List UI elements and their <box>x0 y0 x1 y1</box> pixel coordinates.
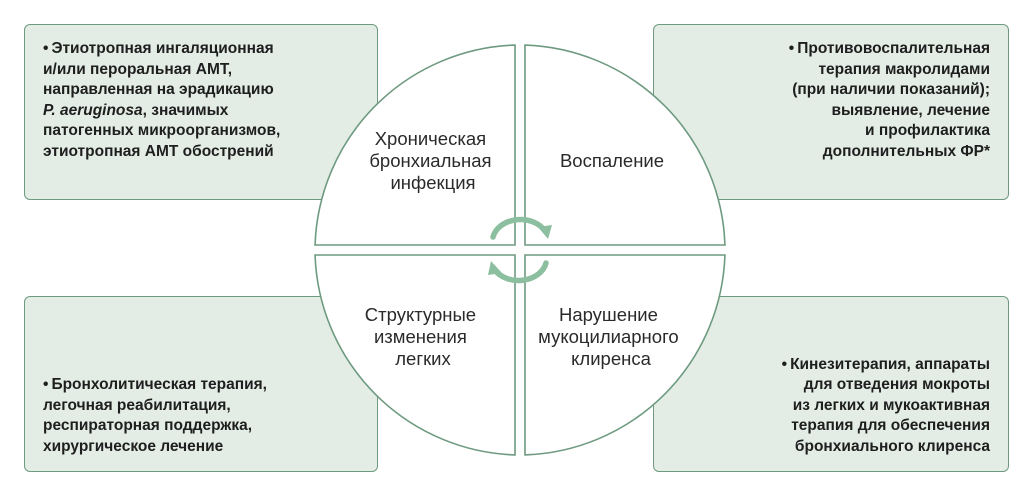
box-bottom-left-line-2: легочная реабилитация, <box>43 396 231 414</box>
quadrant-top-right <box>524 44 726 246</box>
quadrant-bottom-left <box>314 254 516 456</box>
box-top-right-line-3: (при наличии показаний); <box>792 81 990 98</box>
quadrant-label-top-right: Воспаление <box>560 150 664 171</box>
box-top-left-line-2: и/или пероральная АМТ, <box>43 60 233 78</box>
box-bottom-right-line-5: бронхиального клиренса <box>794 437 990 455</box>
pathogen-name: P. aeruginosa <box>43 101 143 119</box>
box-bottom-right: •Кинезитерапия, аппараты для отведения м… <box>653 296 1009 472</box>
box-top-left-line-4: P. aeruginosa, значимых <box>43 101 229 119</box>
quadrant-label-bottom-right: Нарушение мукоцилиарного клиренса <box>538 304 684 369</box>
box-top-left-line-6: этиотропная АМТ обострений <box>43 142 274 160</box>
box-top-left-line-5: патогенных микроорганизмов, <box>43 122 281 139</box>
box-bottom-right-line-4: терапия для обеспечения <box>791 417 990 434</box>
box-top-right: •Противовоспалительная терапия макролида… <box>653 24 1009 200</box>
box-bottom-right-line-1: •Кинезитерапия, аппараты <box>781 355 990 373</box>
box-bottom-left-line-1: •Бронхолитическая терапия, <box>43 376 267 393</box>
box-top-right-line-5: и профилактика <box>865 122 990 139</box>
box-top-right-line-2: терапия макролидами <box>818 60 990 78</box>
quadrant-bottom-right <box>524 254 726 456</box>
box-bottom-left-line-4: хирургическое лечение <box>43 437 224 455</box>
box-top-left-line-3: направленная на эрадикацию <box>43 81 274 98</box>
box-top-right-line-1: •Противовоспалительная <box>788 40 990 57</box>
cycle-arrows-icon <box>488 216 552 284</box>
box-top-left-line-1: •Этиотропная ингаляционная <box>43 40 274 57</box>
quadrant-top-left <box>314 44 516 246</box>
box-top-left: •Этиотропная ингаляционная и/или перорал… <box>24 24 378 200</box>
box-bottom-right-line-3: из легких и мукоактивная <box>792 396 990 414</box>
quadrant-label-top-left: Хроническая бронхиальная инфекция <box>369 128 496 193</box>
box-top-right-line-4: выявление, лечение <box>831 101 990 119</box>
box-top-right-line-6: дополнительных ФР* <box>822 142 990 160</box>
quadrant-label-bottom-left: Структурные изменения легких <box>365 304 481 369</box>
box-bottom-left-line-3: респираторная поддержка, <box>43 417 253 434</box>
box-bottom-right-line-2: для отведения мокроты <box>803 376 990 393</box>
box-bottom-left: •Бронхолитическая терапия, легочная реаб… <box>24 296 378 472</box>
